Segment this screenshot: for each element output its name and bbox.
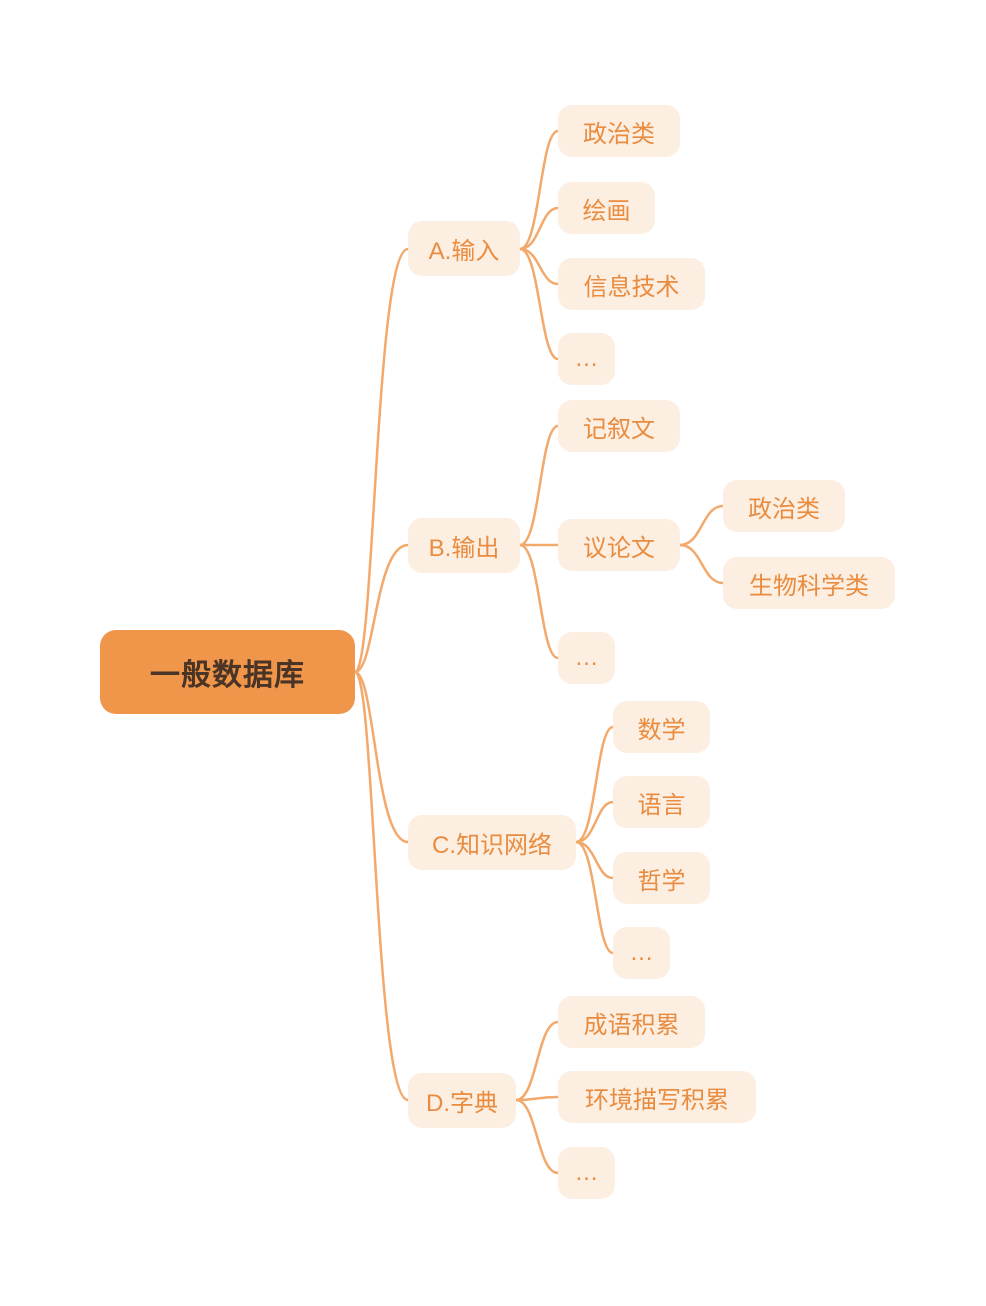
node-b-arg-politics[interactable]: 政治类 [723, 480, 845, 532]
node-a-more[interactable]: … [558, 333, 615, 385]
node-d-dictionary[interactable]: D.字典 [408, 1073, 516, 1128]
node-d-more[interactable]: … [558, 1147, 615, 1199]
node-d-idioms[interactable]: 成语积累 [558, 996, 705, 1048]
node-b-argumentative[interactable]: 议论文 [558, 519, 680, 571]
node-b-arg-bioscience[interactable]: 生物科学类 [723, 557, 895, 609]
node-d-environment-description[interactable]: 环境描写积累 [558, 1071, 756, 1123]
node-root-database[interactable]: 一般数据库 [100, 630, 355, 714]
node-c-language[interactable]: 语言 [613, 776, 710, 828]
node-a-politics[interactable]: 政治类 [558, 105, 680, 157]
node-a-painting[interactable]: 绘画 [558, 182, 655, 234]
node-c-knowledge-network[interactable]: C.知识网络 [408, 815, 576, 870]
node-b-output[interactable]: B.输出 [408, 518, 520, 573]
node-c-philosophy[interactable]: 哲学 [613, 852, 710, 904]
node-a-it[interactable]: 信息技术 [558, 258, 705, 310]
node-a-input[interactable]: A.输入 [408, 221, 520, 276]
node-c-more[interactable]: … [613, 927, 670, 979]
node-c-math[interactable]: 数学 [613, 701, 710, 753]
node-b-narrative[interactable]: 记叙文 [558, 400, 680, 452]
node-b-more[interactable]: … [558, 632, 615, 684]
